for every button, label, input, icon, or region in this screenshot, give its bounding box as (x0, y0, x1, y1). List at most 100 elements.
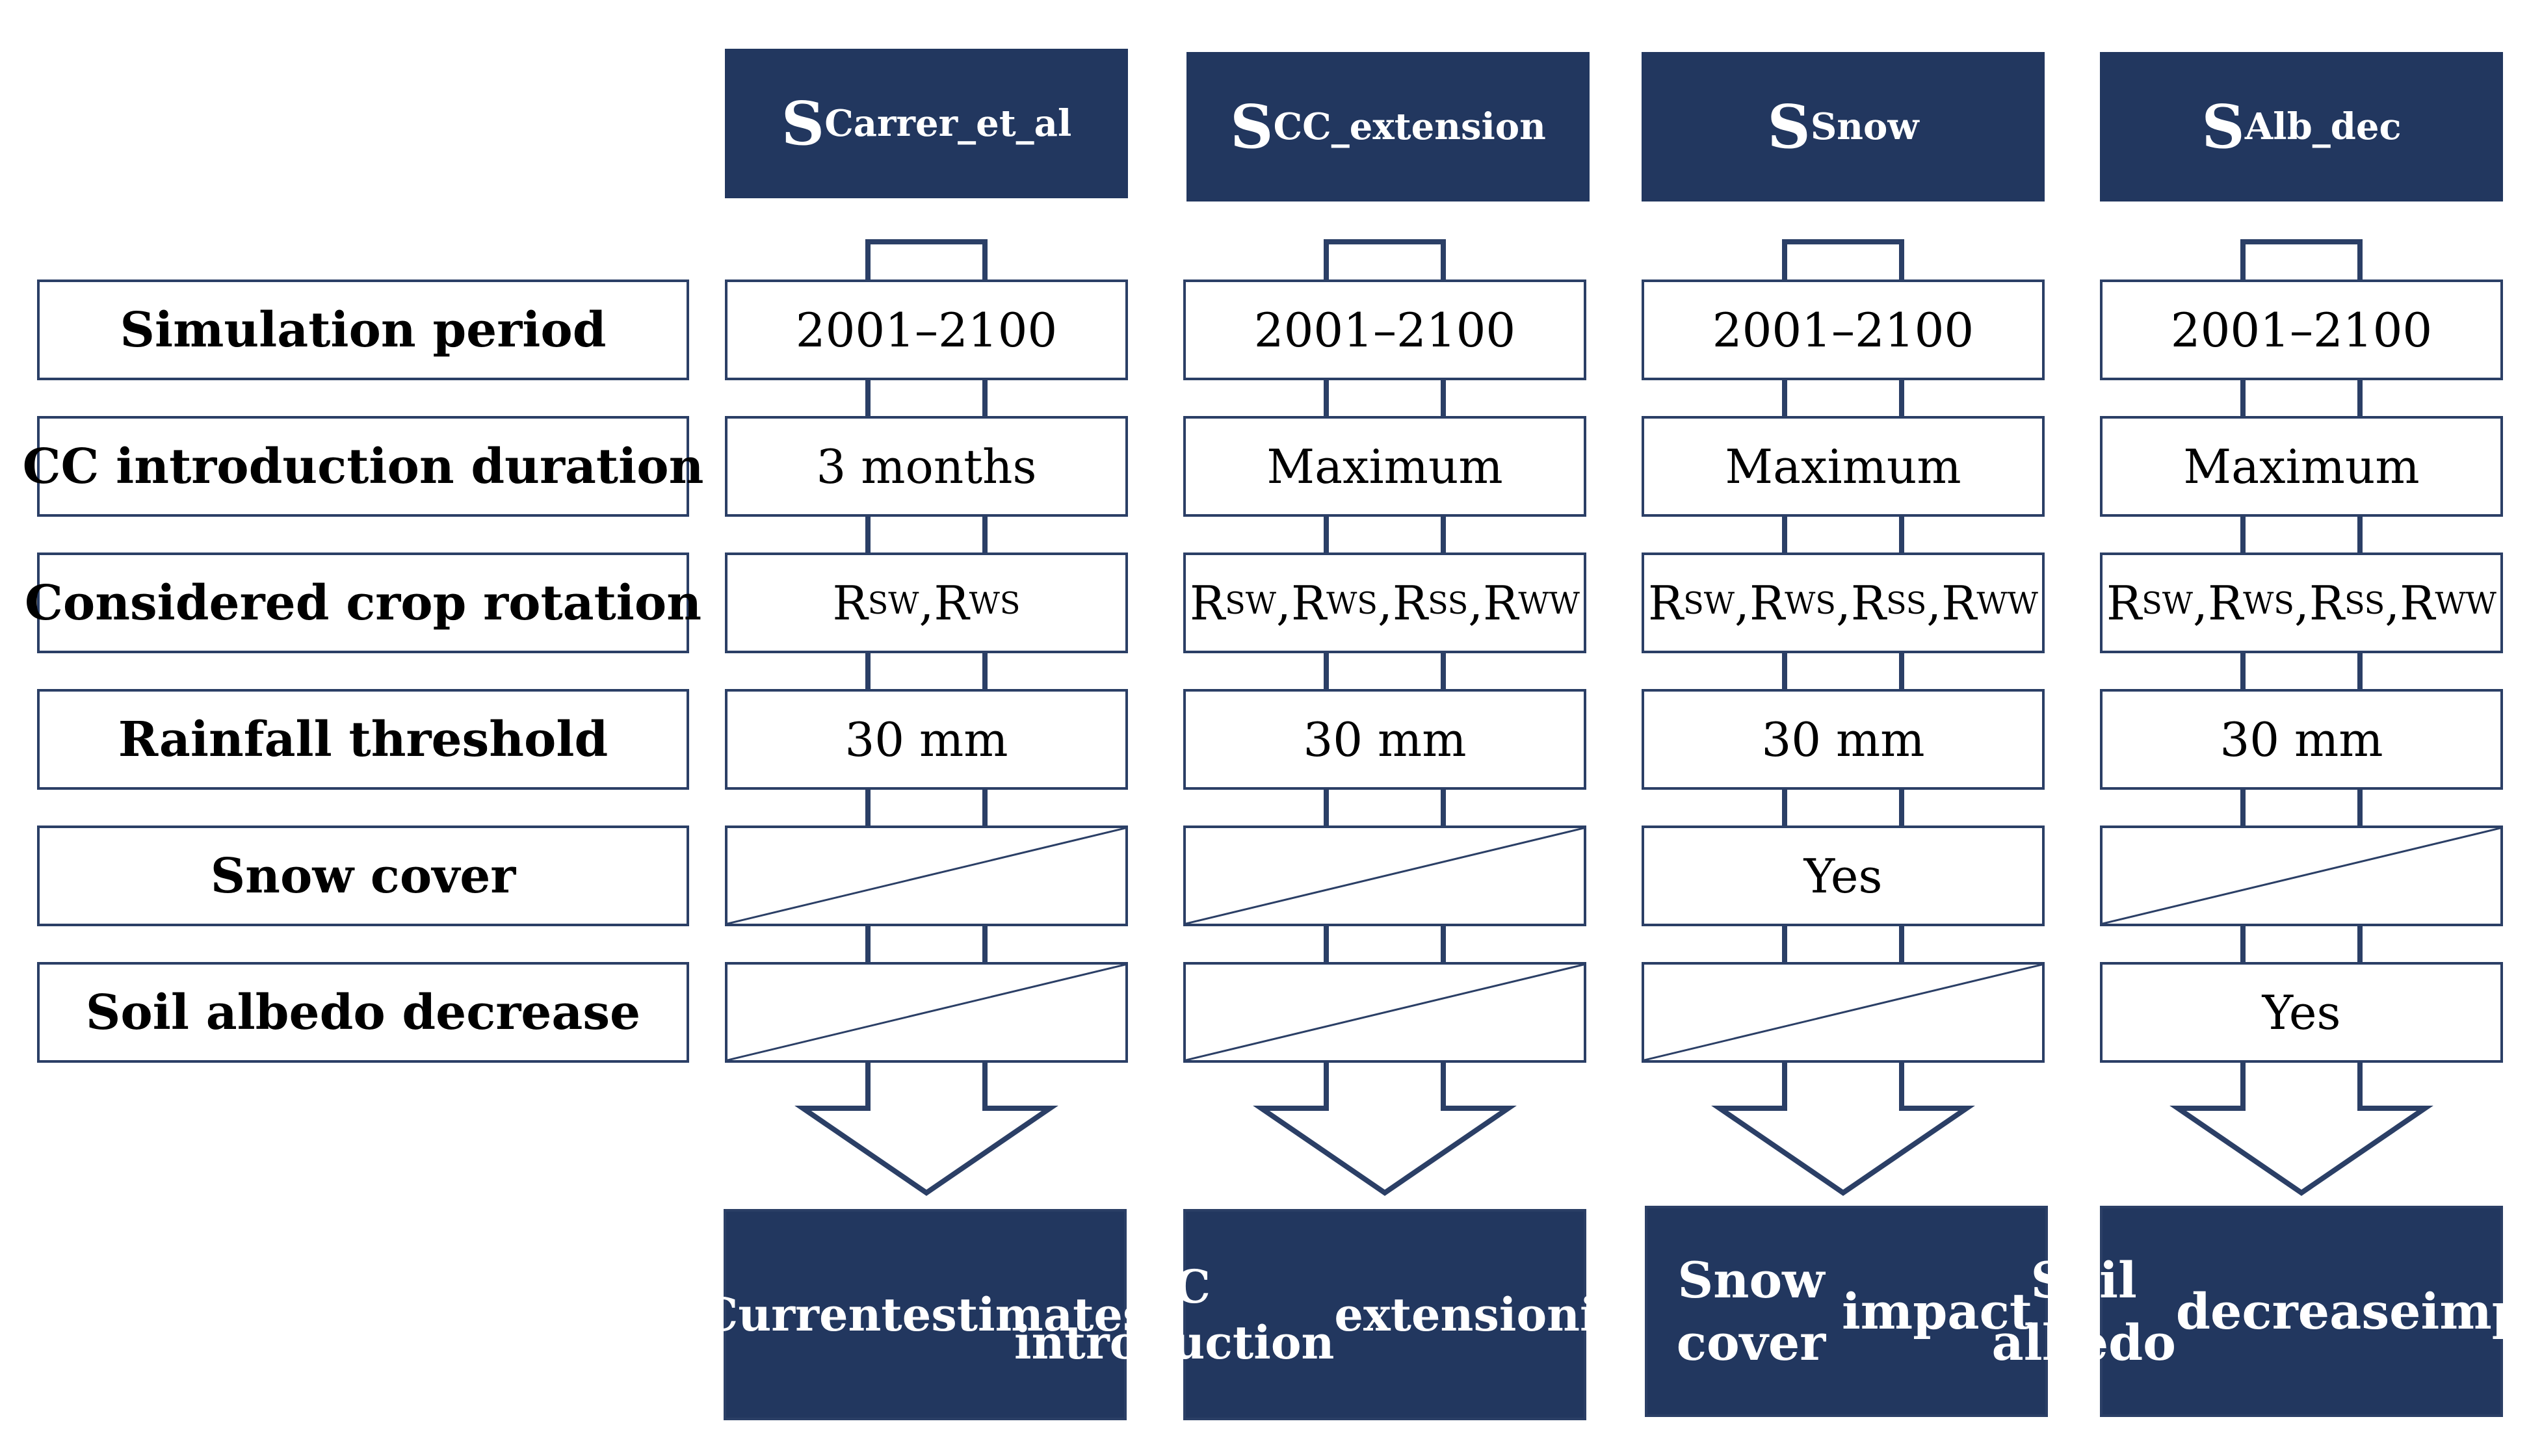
cell-rainfall-threshold: 30 mm (1183, 689, 1586, 790)
not-applicable-slash (1186, 965, 1584, 1060)
rotation-separator: , (2294, 575, 2309, 630)
outcome-line: impact (1841, 1282, 2032, 1340)
rotation-subscript: SW (867, 585, 919, 621)
rotation-symbol: R (1850, 575, 1887, 630)
rotation-separator: , (2385, 575, 2400, 630)
outcome-line: decrease (2175, 1282, 2421, 1340)
outcome-box: Soil albedodecreaseimpact (1991, 1206, 2542, 1417)
slash-line (2103, 828, 2500, 924)
row-label-simulation-period: Simulation period (37, 280, 689, 380)
slash-line (1644, 965, 2042, 1060)
cell-simulation-period: 2001–2100 (725, 280, 1128, 380)
scenario-symbol: S (781, 88, 825, 159)
rotation-symbol: R (2106, 575, 2142, 630)
rotation-symbol: R (934, 575, 969, 630)
rotation-symbol: R (1483, 575, 1519, 630)
scenario-subscript: Alb_dec (2244, 105, 2402, 148)
rotation-separator: , (1377, 575, 1393, 630)
rotation-symbol: R (2207, 575, 2244, 630)
outcome-line: CC introduction (1014, 1259, 1335, 1370)
down-arrow (794, 1057, 1058, 1196)
scenario-symbol: S (1767, 92, 1811, 162)
not-applicable-slash (727, 828, 1125, 924)
slash-line (1186, 965, 1584, 1060)
down-arrow (1253, 1057, 1517, 1196)
rotation-subscript: SS (1428, 585, 1469, 621)
rotation-symbol: R (2400, 575, 2435, 630)
outcome-box: CC introductionextensionimpact (1014, 1209, 1755, 1420)
cell-cc-duration: 3 months (725, 416, 1128, 517)
rotation-subscript: WW (1976, 585, 2038, 621)
cell-snow-cover (2100, 826, 2503, 926)
rotation-subscript: SS (1886, 585, 1927, 621)
top-bracket (2240, 239, 2363, 280)
cell-simulation-period: 2001–2100 (2100, 280, 2503, 380)
cell-soil-albedo (1183, 962, 1586, 1063)
not-applicable-slash (1644, 965, 2042, 1060)
outcome-line: extension (1334, 1287, 1580, 1342)
slash-line (727, 965, 1125, 1060)
rotation-symbol: R (1749, 575, 1785, 630)
rotation-subscript: SW (1225, 585, 1277, 621)
cell-cc-duration: Maximum (1183, 416, 1586, 517)
cell-cc-duration: Maximum (1642, 416, 2045, 517)
rotation-subscript: WW (1518, 585, 1580, 621)
rotation-separator: , (1926, 575, 1942, 630)
rotation-separator: , (2193, 575, 2208, 630)
slash-line (727, 828, 1125, 924)
top-bracket (1324, 239, 1446, 280)
rotation-symbol: R (1392, 575, 1428, 630)
not-applicable-slash (727, 965, 1125, 1060)
scenario-symbol: S (2201, 92, 2245, 162)
cell-rainfall-threshold: 30 mm (1642, 689, 2045, 790)
rotation-symbol: R (1941, 575, 1977, 630)
outcome-line: Soil albedo (1991, 1251, 2176, 1372)
rotation-symbol: R (1648, 575, 1684, 630)
cell-snow-cover: Yes (1642, 826, 2045, 926)
rotation-subscript: WS (1785, 585, 1836, 621)
cell-simulation-period: 2001–2100 (1183, 280, 1586, 380)
rotation-symbol: R (1291, 575, 1327, 630)
down-arrow (2169, 1057, 2433, 1196)
row-label-soil-albedo: Soil albedo decrease (37, 962, 689, 1063)
scenario-subscript: Snow (1810, 105, 1919, 148)
rotation-separator: , (1276, 575, 1291, 630)
rotation-subscript: SW (2142, 585, 2194, 621)
not-applicable-slash (1186, 828, 1584, 924)
outcome-box: Snow cover impact (1645, 1206, 2048, 1417)
cell-snow-cover (1183, 826, 1586, 926)
scenario-subscript: Carrer_et_al (824, 102, 1072, 145)
rotation-subscript: WS (969, 585, 1021, 621)
cell-soil-albedo: Yes (2100, 962, 2503, 1063)
rotation-separator: , (1835, 575, 1851, 630)
cell-rainfall-threshold: 30 mm (725, 689, 1128, 790)
rotation-separator: , (1735, 575, 1749, 630)
outcome-line: estimates (902, 1287, 1149, 1342)
row-label-rainfall-threshold: Rainfall threshold (37, 689, 689, 790)
rotation-symbol: R (832, 575, 868, 630)
row-label-cc-duration: CC introduction duration (23, 416, 703, 517)
outcome-line: Snow cover (1676, 1251, 1826, 1372)
scenario-subscript: CC_extension (1273, 105, 1546, 148)
row-label-crop-rotation: Considered crop rotation (25, 552, 701, 653)
down-arrow (1711, 1057, 1975, 1196)
cell-snow-cover (725, 826, 1128, 926)
rotation-subscript: WS (1326, 585, 1378, 621)
outcome-line: impact (2420, 1282, 2542, 1340)
rotation-separator: , (919, 575, 934, 630)
outcome-line: Current (701, 1287, 902, 1342)
slash-line (1186, 828, 1584, 924)
cell-rainfall-threshold: 30 mm (2100, 689, 2503, 790)
rotation-subscript: WS (2243, 585, 2294, 621)
cell-cc-duration: Maximum (2100, 416, 2503, 517)
rotation-subscript: SW (1683, 585, 1735, 621)
rotation-symbol: R (1190, 575, 1225, 630)
